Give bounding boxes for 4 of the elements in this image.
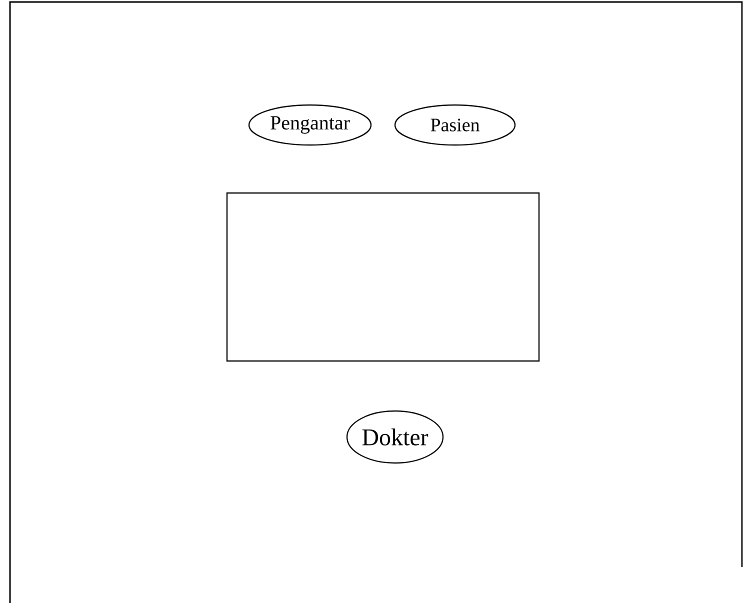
ellipse-node: Dokter — [346, 410, 444, 464]
empty-box — [226, 192, 540, 362]
ellipse-node: Pasien — [394, 104, 516, 146]
ellipse-node: Pengantar — [248, 104, 372, 146]
